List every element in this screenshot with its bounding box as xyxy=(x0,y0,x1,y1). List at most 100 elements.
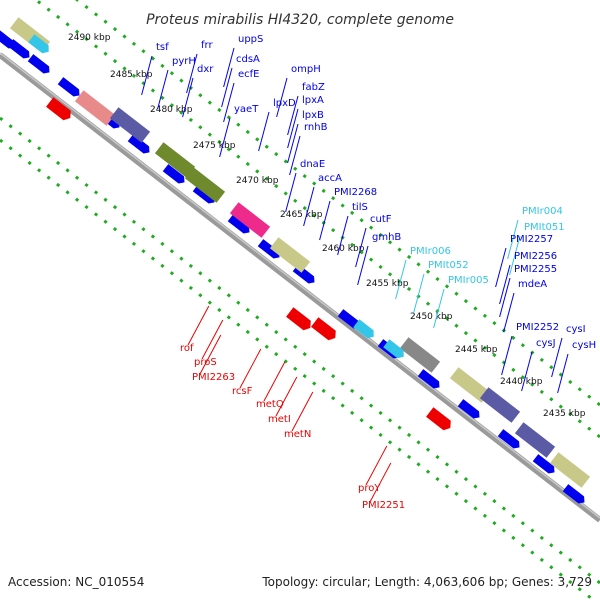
gene-label-20: PMI2257 xyxy=(510,234,553,245)
kbp-label-1: 2485 kbp xyxy=(110,70,153,80)
red-gene-label-8: PMI2251 xyxy=(362,500,405,511)
gene-label-17: tilS xyxy=(352,202,368,213)
cog-block-2 xyxy=(109,107,151,143)
cog-block-6 xyxy=(269,237,311,273)
gene-leader-4 xyxy=(182,77,194,118)
cog-block-11-shape xyxy=(549,452,591,488)
rna-leader-4 xyxy=(433,288,445,329)
cds-arrow-3-shape xyxy=(57,77,80,97)
red-feature-2 xyxy=(311,317,336,341)
cog-block-8-shape xyxy=(449,367,491,403)
red-gene-label-6: metN xyxy=(284,429,311,440)
topology-label: Topology: circular; Length: 4,063,606 bp… xyxy=(261,575,592,589)
gene-label-26: cysJ xyxy=(536,338,556,349)
cds-arrow-5-shape xyxy=(127,134,150,154)
gene-leader-2 xyxy=(223,47,235,88)
red-feature-1-shape xyxy=(286,307,311,331)
cog-block-10 xyxy=(514,422,556,458)
gene-label-23: mdeA xyxy=(518,279,547,290)
red-feature-1 xyxy=(286,307,311,331)
cds-arrow-7-shape xyxy=(192,184,215,204)
red-gene-leader-1 xyxy=(201,319,224,360)
gene-leader-25 xyxy=(551,337,563,378)
cds-arrow-0 xyxy=(0,29,15,49)
gene-label-9: yaeT xyxy=(234,104,259,115)
gene-label-14: dnaE xyxy=(300,159,325,170)
gene-label-5: cdsA xyxy=(236,54,260,65)
gene-leader-22 xyxy=(499,277,511,318)
gene-leader-24 xyxy=(501,335,513,376)
gene-leader-20 xyxy=(495,247,507,288)
red-gene-leader-4 xyxy=(263,361,286,402)
cds-arrow-9 xyxy=(257,239,280,259)
cds-arrow-16-shape xyxy=(532,454,555,474)
cds-arrow-8 xyxy=(227,214,250,234)
cds-arrow-9-shape xyxy=(257,239,280,259)
gene-label-19: gmhB xyxy=(372,232,401,243)
cog-block-1-shape xyxy=(74,90,116,126)
cog-block-1 xyxy=(74,90,116,126)
kbp-label-8: 2450 kbp xyxy=(410,312,453,322)
label-leaders xyxy=(141,47,569,503)
rna-leader-3 xyxy=(413,273,425,314)
cog-block-11 xyxy=(549,452,591,488)
cds-arrow-7 xyxy=(192,184,215,204)
gene-leader-17 xyxy=(337,215,349,256)
cog-block-10-shape xyxy=(514,422,556,458)
red-gene-leader-8 xyxy=(369,462,392,503)
rna-feature-0 xyxy=(28,34,49,54)
cog-block-9 xyxy=(479,387,521,423)
cds-arrow-1 xyxy=(7,39,30,59)
red-feature-2-shape xyxy=(311,317,336,341)
gene-leader-21 xyxy=(499,264,511,305)
gene-leader-14 xyxy=(285,172,297,213)
gene-label-2: uppS xyxy=(238,34,263,45)
feature-tracks xyxy=(0,17,591,504)
rna-leader-0 xyxy=(507,219,519,260)
gene-leader-15 xyxy=(303,186,315,227)
rna-leader-1 xyxy=(509,235,521,276)
gene-leader-13 xyxy=(289,135,301,176)
gene-leader-16 xyxy=(319,200,331,241)
red-gene-leader-3 xyxy=(239,348,262,389)
cds-arrow-15 xyxy=(497,429,520,449)
cds-arrow-5 xyxy=(127,134,150,154)
cog-block-5 xyxy=(229,202,271,238)
genome-backbone xyxy=(0,52,600,523)
red-feature-3-shape xyxy=(426,407,451,431)
gene-leader-23 xyxy=(503,292,515,333)
gene-label-6: ecfE xyxy=(238,69,260,80)
gene-label-22: PMI2255 xyxy=(514,264,557,275)
gene-label-12: lpxB xyxy=(302,110,324,121)
kbp-label-7: 2455 kbp xyxy=(366,279,409,289)
red-gene-label-2: PMI2263 xyxy=(192,372,235,383)
gene-leader-11 xyxy=(287,108,299,149)
gene-label-15: accA xyxy=(318,173,342,184)
rna-label-2: PMIr006 xyxy=(410,246,451,257)
map-title: Proteus mirabilis HI4320, complete genom… xyxy=(146,12,454,28)
gene-label-24: PMI2252 xyxy=(516,322,559,333)
gene-label-25: cysI xyxy=(566,324,586,335)
red-feature-3 xyxy=(426,407,451,431)
gene-label-4: dxr xyxy=(197,64,214,75)
rna-label-0: PMIr004 xyxy=(522,206,563,217)
gene-label-16: PMI2268 xyxy=(334,187,377,198)
red-gene-leader-0 xyxy=(187,305,210,346)
red-gene-label-1: proS xyxy=(194,357,217,368)
cds-arrow-8-shape xyxy=(227,214,250,234)
rna-feature-1-shape xyxy=(353,319,374,339)
gene-leader-5 xyxy=(221,67,233,108)
red-gene-leader-5 xyxy=(275,376,298,417)
kbp-label-0: 2490 kbp xyxy=(68,33,111,43)
kbp-label-11: 2435 kbp xyxy=(543,409,586,419)
accession-label: Accession: NC_010554 xyxy=(8,575,144,589)
kbp-label-5: 2465 kbp xyxy=(280,210,323,220)
cog-block-7 xyxy=(399,337,441,373)
cds-arrow-0-shape xyxy=(0,29,15,49)
gene-leader-12 xyxy=(287,123,299,164)
gene-label-13: rnhB xyxy=(304,122,328,133)
backbone-highlight xyxy=(0,52,600,519)
red-gene-label-4: metQ xyxy=(256,399,284,410)
